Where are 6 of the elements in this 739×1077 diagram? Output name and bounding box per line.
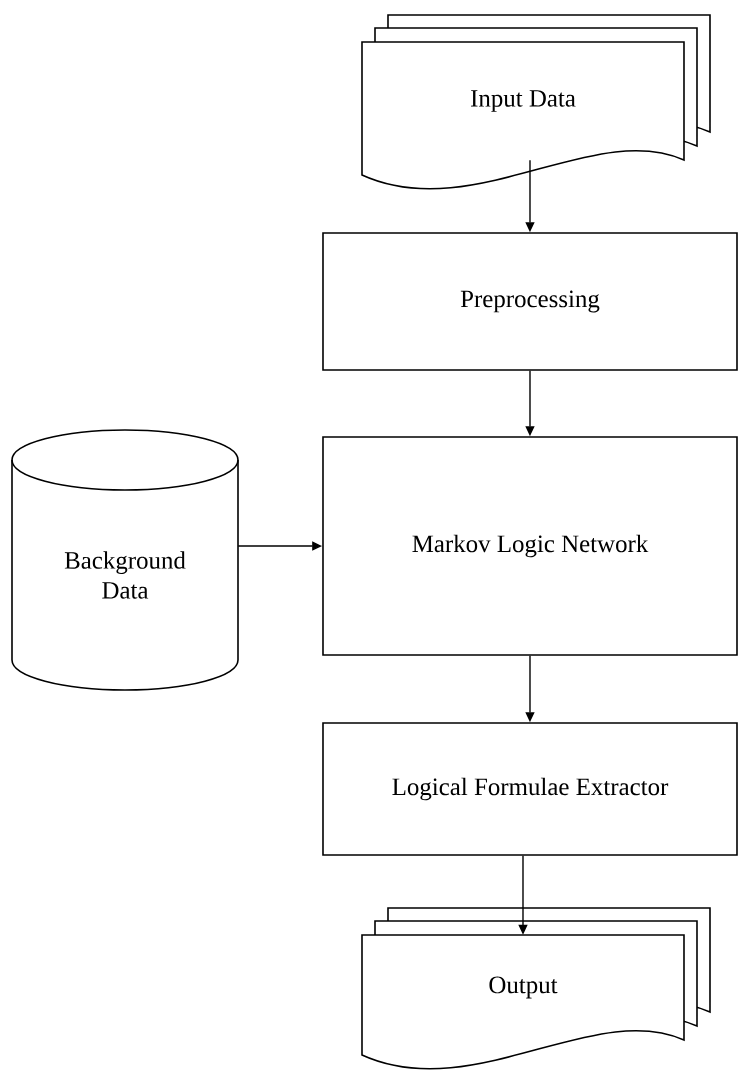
node-label: Background Data <box>64 551 186 599</box>
process-box: Markov Logic Network <box>322 436 738 656</box>
node-label: Output <box>489 976 558 999</box>
process-box: Logical Formulae Extractor <box>322 722 738 856</box>
process-box: Preprocessing <box>322 232 738 371</box>
database-cylinder: Background Data <box>11 429 239 691</box>
